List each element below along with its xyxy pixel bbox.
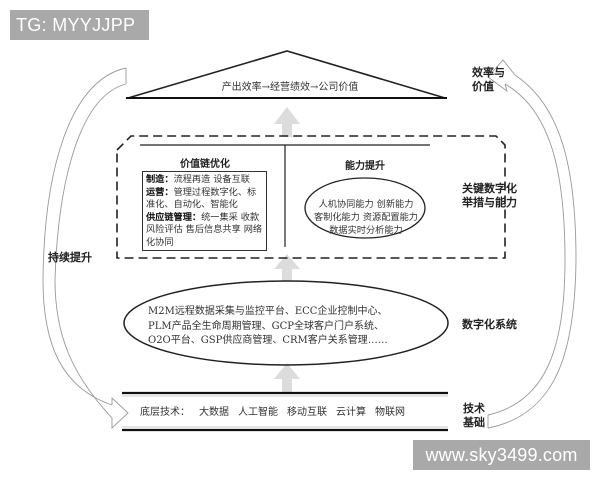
capability-line: 数据实时分析能力 — [329, 225, 403, 236]
watermark-top-left: TG: MYYJJPP — [10, 10, 149, 40]
capability-line: 客制化能力 资源配置能力 — [314, 212, 418, 223]
label-line: 价值 — [472, 80, 494, 93]
technology-list: 底层技术： 大数据人工智能移动互联云计算物联网 — [140, 403, 440, 418]
up-arrow-icon — [274, 107, 300, 392]
systems-ellipse — [123, 280, 449, 366]
capability-title: 能力提升 — [345, 161, 385, 172]
item-text: 管理过程数字化、标准化、自动化、智能化 — [146, 186, 257, 211]
capability-ellipse — [304, 177, 426, 239]
label-tech-foundation: 技术 基础 — [463, 402, 485, 430]
item-label: 供应链管理： — [146, 211, 202, 223]
key-measures-dashed-box — [116, 135, 506, 259]
tech-prefix: 底层技术： — [140, 407, 190, 418]
systems-line: O2O平台、GSP供应商管理、CRM客户关系管理…… — [148, 335, 388, 346]
roof-text: 产出效率→经营绩效→公司价值 — [221, 82, 359, 93]
watermark-bottom-right: www.sky3499.com — [413, 440, 590, 470]
item-label: 运营： — [146, 186, 174, 198]
label-continuous-improvement: 持续提升 — [48, 251, 92, 264]
label-line: 举措与能力 — [462, 196, 517, 209]
label-line: 效率与 — [472, 66, 505, 79]
tech-item: 人工智能 — [238, 407, 278, 418]
label-line: 技术 — [463, 402, 485, 415]
label-key-measures: 关键数字化 举措与能力 — [462, 182, 517, 210]
systems-line: M2M远程数据采集与监控平台、ECC企业控制中心、 — [148, 306, 388, 317]
left-loop-arrow — [42, 67, 129, 430]
systems-line: PLM产品全生命周期管理、GCP全球客户门户系统、 — [148, 320, 384, 332]
label-efficiency-value: 效率与 价值 — [472, 66, 505, 94]
tech-item: 物联网 — [375, 407, 405, 418]
capability-line: 人机协同能力 创新能力 — [318, 199, 414, 210]
label-line: 关键数字化 — [462, 182, 517, 195]
label-digital-systems: 数字化系统 — [462, 318, 517, 331]
tech-item: 云计算 — [336, 407, 366, 418]
capability-list: 人机协同能力 创新能力 客制化能力 资源配置能力 数据实时分析能力 — [308, 198, 424, 237]
item-text: 统一集采 收款风险评估 售后信息共享 网络化协同 — [146, 211, 263, 248]
value-chain-box: 制造：流程再造 设备互联 运营：管理过程数字化、标准化、自动化、智能化 供应链管… — [142, 171, 267, 251]
right-loop-arrow — [487, 59, 577, 429]
value-chain-title: 价值链优化 — [180, 159, 230, 170]
item-label: 制造： — [146, 174, 174, 185]
label-line: 基础 — [463, 416, 485, 429]
roof-triangle — [126, 50, 447, 99]
systems-list: M2M远程数据采集与监控平台、ECC企业控制中心、 PLM产品全生命周期管理、G… — [148, 305, 428, 349]
item-text: 流程再造 设备互联 — [173, 174, 250, 185]
tech-item: 大数据 — [199, 407, 229, 418]
tech-item: 移动互联 — [287, 407, 327, 418]
